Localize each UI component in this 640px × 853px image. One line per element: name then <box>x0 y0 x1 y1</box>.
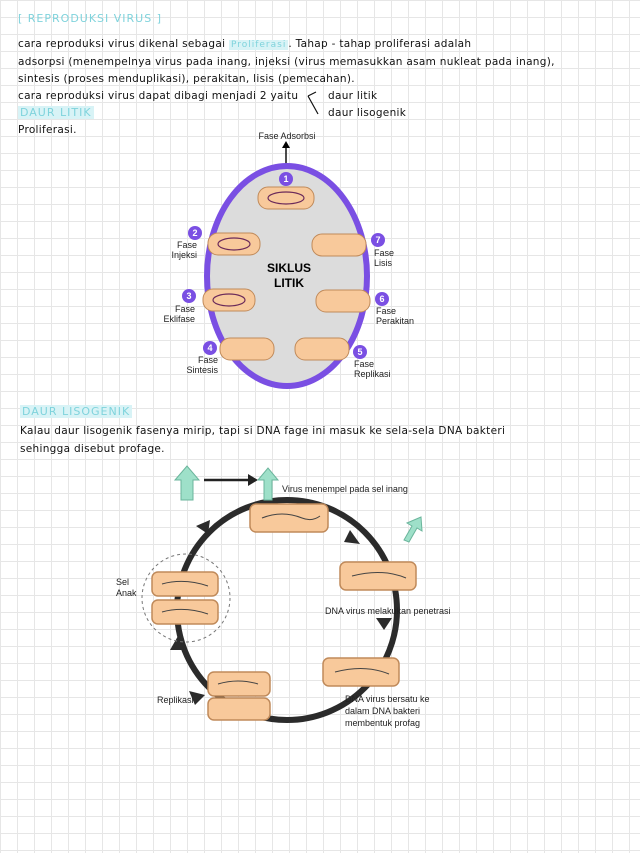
svg-text:Fase: Fase <box>374 248 394 258</box>
litik-text: Proliferasi. <box>18 124 77 136</box>
svg-text:DNA virus bersatu ke: DNA virus bersatu ke <box>345 694 430 704</box>
intro-line-2: adsorpsi (menempelnya virus pada inang, … <box>18 56 555 68</box>
svg-text:Sintesis: Sintesis <box>186 365 218 375</box>
svg-text:DNA virus melakukan penetrasi: DNA virus melakukan penetrasi <box>325 606 451 616</box>
text: cara reproduksi virus dikenal sebagai <box>18 38 226 50</box>
lisogenik-text-1: Kalau daur lisogenik fasenya mirip, tapi… <box>20 425 506 437</box>
heading-litik: DAUR LITIK <box>18 106 94 119</box>
svg-text:Lisis: Lisis <box>374 258 393 268</box>
center-label: SIKLUS <box>267 261 311 275</box>
highlight: Proliferasi <box>228 40 289 50</box>
svg-text:6: 6 <box>379 294 384 304</box>
branch-lisogenik: daur lisogenik <box>328 107 407 119</box>
svg-text:Eklifase: Eklifase <box>163 314 195 324</box>
svg-text:2: 2 <box>192 228 197 238</box>
intro-line-3: sintesis (proses menduplikasi), perakita… <box>18 73 355 85</box>
branch-litik: daur litik <box>328 90 378 102</box>
svg-text:Replikasi: Replikasi <box>157 695 194 705</box>
svg-text:membentuk profag: membentuk profag <box>345 718 420 728</box>
intro-line-1: cara reproduksi virus dikenal sebagai Pr… <box>18 38 471 50</box>
svg-text:5: 5 <box>357 347 362 357</box>
svg-text:Injeksi: Injeksi <box>171 250 197 260</box>
svg-text:Fase: Fase <box>198 355 218 365</box>
intro-line-4: cara reproduksi virus dapat dibagi menja… <box>18 90 299 102</box>
svg-text:Fase: Fase <box>376 306 396 316</box>
svg-text:Fase: Fase <box>177 240 197 250</box>
phase-label: Fase Adsorbsi <box>258 131 315 141</box>
svg-text:Fase: Fase <box>354 359 374 369</box>
svg-text:Virus menempel pada sel inang: Virus menempel pada sel inang <box>282 484 408 494</box>
page-title: [ REPRODUKSI VIRUS ] <box>18 12 163 25</box>
svg-text:Anak: Anak <box>116 588 137 598</box>
svg-text:dalam DNA bakteri: dalam DNA bakteri <box>345 706 420 716</box>
svg-text:1: 1 <box>283 174 288 184</box>
svg-text:Replikasi: Replikasi <box>354 369 391 379</box>
svg-text:7: 7 <box>375 235 380 245</box>
svg-text:Fase: Fase <box>175 304 195 314</box>
center-label: LITIK <box>274 276 304 290</box>
svg-text:4: 4 <box>207 343 212 353</box>
svg-text:Perakitan: Perakitan <box>376 316 414 326</box>
svg-text:3: 3 <box>186 291 191 301</box>
svg-text:Sel: Sel <box>116 577 129 587</box>
heading-lisogenik: DAUR LISOGENIK <box>20 405 133 418</box>
text: . Tahap - tahap proliferasi adalah <box>288 38 472 50</box>
lisogenik-text-2: sehingga disebut profage. <box>20 443 165 455</box>
